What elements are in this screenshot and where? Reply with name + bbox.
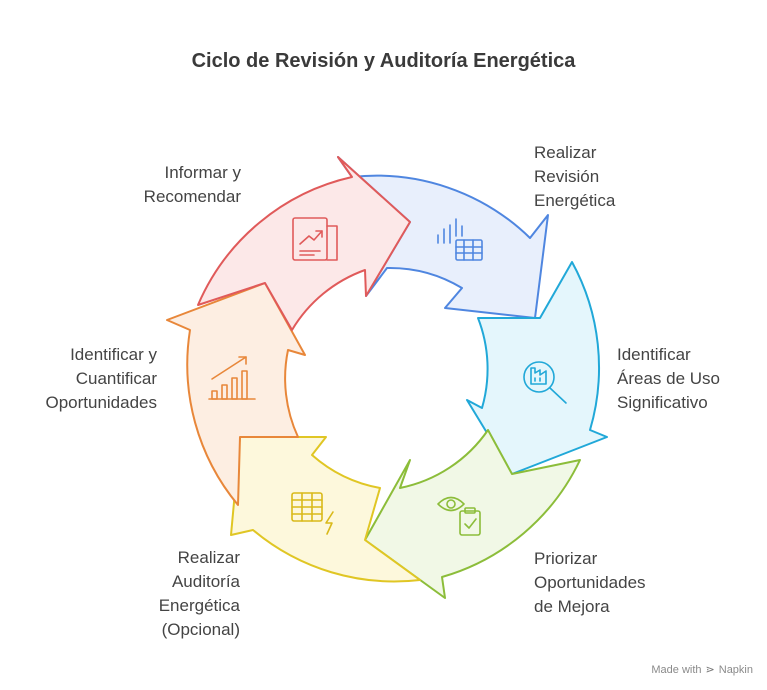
segment-priorizar <box>364 429 581 599</box>
diagram-title: Ciclo de Revisión y Auditoría Energética <box>191 50 576 72</box>
label-areas-uso: Identificar Áreas de Uso Significativo <box>617 345 720 412</box>
napkin-logo-icon: ⋗ <box>705 664 715 676</box>
label-revision-energetica: Realizar Revisión Energética <box>534 143 616 210</box>
eye-clipboard-check-icon <box>437 496 481 536</box>
segment-auditoria <box>230 436 421 583</box>
growth-chart-icon <box>208 356 256 400</box>
bar-chart-table-icon <box>437 218 483 261</box>
label-identificar-cuantificar: Identificar y Cuantificar Oportunidades <box>45 345 157 412</box>
napkin-watermark[interactable]: Made with ⋗ Napkin <box>651 663 753 677</box>
label-priorizar: Priorizar Oportunidades de Mejora <box>534 549 646 616</box>
segment-revision-energetica <box>337 156 549 319</box>
segment-identificar-cuantificar <box>166 282 306 506</box>
segment-areas-uso <box>466 261 608 475</box>
watermark-prefix: Made with <box>651 663 702 676</box>
table-lightning-icon <box>291 492 334 535</box>
watermark-brand: Napkin <box>718 663 753 676</box>
segment-informar <box>197 156 411 331</box>
report-document-icon <box>292 217 338 261</box>
label-informar: Informar y Recomendar <box>143 163 241 206</box>
label-auditoria: Realizar Auditoría Energética (Opcional) <box>158 548 240 639</box>
factory-search-icon <box>523 361 567 404</box>
